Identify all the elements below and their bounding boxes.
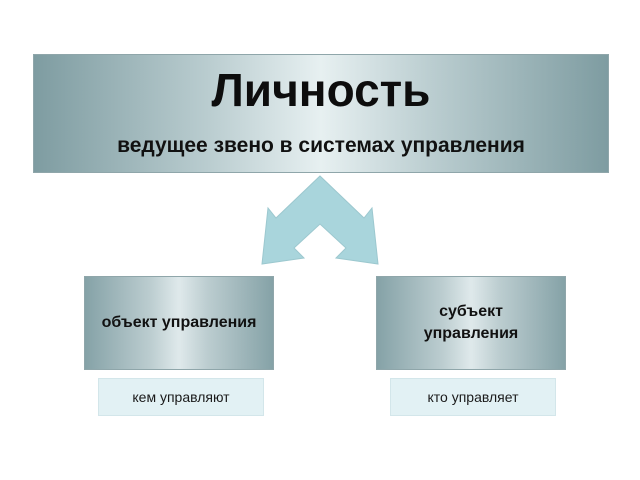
title-box: Личность ведущее звено в системах управл…: [33, 54, 609, 173]
object-note-text: кем управляют: [132, 389, 230, 405]
subject-note: кто управляет: [390, 378, 556, 416]
object-box: объект управления: [84, 276, 274, 370]
arrow-shape: [261, 175, 379, 265]
subject-note-text: кто управляет: [427, 389, 519, 405]
object-note: кем управляют: [98, 378, 264, 416]
double-diagonal-arrow-icon: [261, 175, 379, 265]
subject-box: субъект управления: [376, 276, 566, 370]
diagram-title: Личность: [211, 64, 431, 116]
subject-label: субъект управления: [423, 303, 519, 342]
diagram-subtitle: ведущее звено в системах управления: [117, 134, 525, 157]
object-label: объект управления: [101, 314, 257, 332]
